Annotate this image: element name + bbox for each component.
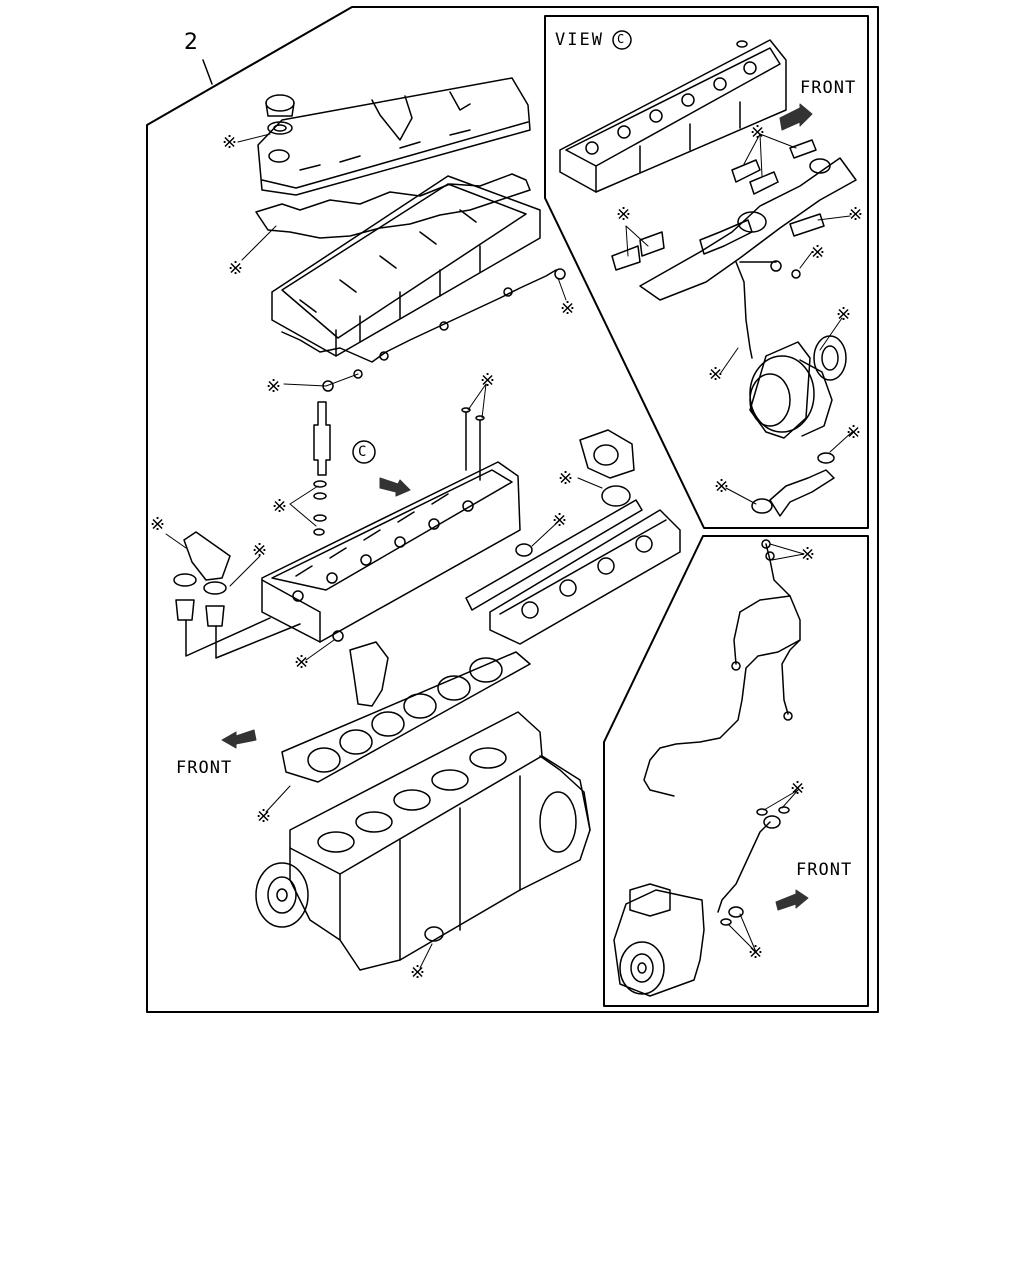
leak-off-pipe (281, 269, 557, 363)
asterisk-icon: ※ (560, 298, 576, 319)
cylinder-head-gasket (281, 651, 531, 783)
front-arrow-icon (379, 477, 411, 497)
asterisk-icon: ※ (266, 376, 282, 397)
turbo-oil-return (751, 452, 835, 517)
turbo-oil-pipe (735, 260, 801, 359)
block-plug-seal (332, 630, 344, 642)
circled-letter-icon (612, 30, 632, 50)
asterisk-icon: ※ (848, 204, 864, 225)
asterisk-icon: ※ (846, 422, 862, 443)
asterisk-icon: ※ (410, 962, 426, 983)
crank-pulley (255, 862, 309, 928)
pipe-assembly (643, 539, 801, 797)
water-outlet (349, 641, 389, 707)
oil-filler-cap (265, 94, 295, 135)
cylinder-block (289, 711, 591, 971)
asterisk-icon: ※ (748, 942, 764, 963)
asterisk-icon: ※ (750, 122, 766, 143)
front-arrow-icon (221, 729, 257, 749)
intake-gasket (465, 499, 643, 611)
asterisk-icon: ※ (150, 514, 166, 535)
asterisk-icon: ※ (294, 652, 310, 673)
asterisk-icon: ※ (228, 258, 244, 279)
leak-off-clip (554, 268, 566, 280)
intake-flange-gasket (601, 485, 631, 507)
asterisk-icon: ※ (714, 476, 730, 497)
cam-carrier-housing (271, 175, 541, 357)
oil-seal-ring (424, 926, 444, 942)
asterisk-icon: ※ (558, 468, 574, 489)
asterisk-icon: ※ (708, 364, 724, 385)
view-label: VIEW (555, 30, 604, 50)
view-cylinder-head (559, 39, 787, 193)
view-c-panel (544, 15, 869, 529)
asterisk-icon: ※ (552, 510, 568, 531)
asterisk-icon: ※ (616, 204, 632, 225)
callout-number: 2 (184, 30, 198, 55)
air-compressor (613, 883, 705, 997)
fuel-injector (313, 401, 331, 536)
asterisk-icon: ※ (790, 778, 806, 799)
front-arrow-icon (775, 889, 809, 911)
head-cover-gasket (255, 173, 531, 239)
asterisk-icon: ※ (272, 496, 288, 517)
leader-lines (165, 133, 853, 969)
asterisk-icon: ※ (252, 540, 268, 561)
circled-letter-icon (352, 440, 376, 464)
section-marker-letter: C (358, 444, 367, 460)
front-label-compressor: FRONT (796, 860, 853, 880)
leak-off-connector (503, 287, 513, 297)
front-label-view-panel: FRONT (800, 78, 857, 98)
plug-seal (515, 543, 533, 557)
leak-off-connector (379, 351, 389, 361)
view-letter: C (617, 32, 625, 46)
asterisk-icon: ※ (222, 132, 238, 153)
head-bolts (461, 407, 485, 481)
thermostat-housing (173, 531, 301, 659)
exhaust-manifold (639, 157, 857, 301)
egr-pipe (699, 219, 753, 255)
outer-frame (146, 6, 879, 1013)
compressor-panel (603, 535, 869, 1007)
callout-leader (202, 59, 213, 85)
asterisk-icon: ※ (480, 370, 496, 391)
asterisk-icon: ※ (810, 242, 826, 263)
turbocharger (749, 335, 847, 439)
throttle-flange (579, 429, 635, 479)
leak-off-connector (439, 321, 449, 331)
intake-manifold (489, 509, 681, 645)
leak-off-connector (353, 369, 363, 379)
asterisk-icon: ※ (836, 304, 852, 325)
compressor-feed-pipe (717, 806, 790, 926)
cylinder-head-cover (257, 77, 531, 196)
asterisk-icon: ※ (800, 544, 816, 565)
front-label-main: FRONT (176, 758, 233, 778)
exhaust-gaskets (611, 139, 825, 271)
cylinder-head (261, 461, 521, 643)
asterisk-icon: ※ (256, 806, 272, 827)
front-arrow-icon (779, 103, 813, 131)
